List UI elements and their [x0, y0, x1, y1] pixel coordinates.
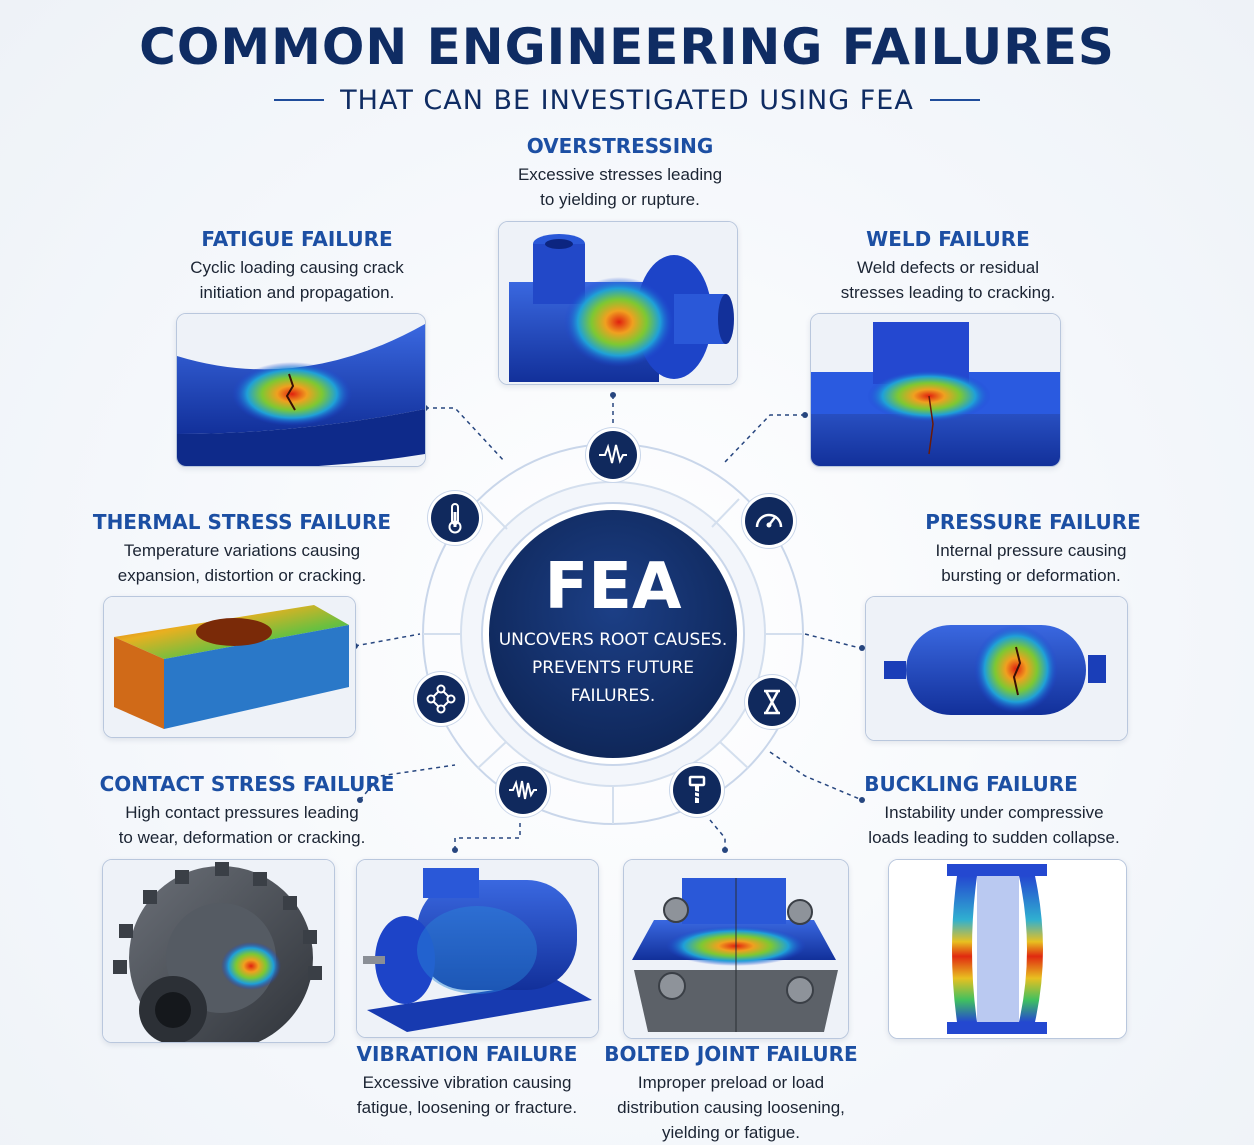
thermal-desc-line1: Temperature variations causing [123, 541, 361, 560]
buckled-column-fea-graphic [889, 860, 1126, 1038]
fea-label: FEA [544, 550, 682, 624]
hourglass-icon [748, 678, 796, 726]
dashed-connectors [354, 395, 863, 850]
weld-desc-line1: Weld defects or residual [856, 258, 1040, 277]
overstressing-desc-line2: to yielding or rupture. [540, 190, 700, 209]
fatigue-desc: Cyclic loading causing crack initiation … [127, 255, 467, 305]
page-subtitle: THAT CAN BE INVESTIGATED USING FEA [340, 84, 914, 116]
weld-desc-line2: stresses leading to cracking. [840, 283, 1056, 302]
subtitle-right-line [929, 99, 980, 101]
bolted-image [623, 859, 849, 1039]
bolted-desc-line3: yielding or fatigue. [662, 1123, 800, 1142]
pressure-vessel-fea-graphic [866, 597, 1127, 740]
thermal-title: THERMAL STRESS FAILURE [92, 510, 392, 534]
thermal-desc: Temperature variations causing expansion… [67, 538, 417, 588]
thermometer-icon [431, 494, 479, 542]
heated-plate-fea-graphic [104, 597, 355, 737]
contact-image [102, 859, 335, 1043]
weld-image [810, 313, 1061, 467]
buckling-desc: Instability under compressive loads lead… [814, 800, 1174, 850]
gauge-icon [745, 497, 793, 545]
pressure-desc-line2: bursting or deformation. [941, 566, 1121, 585]
bolted-desc-line1: Improper preload or load [637, 1073, 825, 1092]
fea-tagline-line2: PREVENTS FUTURE [531, 658, 695, 678]
buckling-title: BUCKLING FAILURE [864, 772, 1078, 796]
fatigue-desc-line1: Cyclic loading causing crack [190, 258, 404, 277]
tee-weld-fea-graphic [811, 314, 1060, 466]
bolted-desc-line2: distribution causing loosening, [617, 1098, 845, 1117]
pressure-image [865, 596, 1128, 741]
bolted-joint-fea-graphic [624, 860, 848, 1038]
page-title: COMMON ENGINEERING FAILURES [139, 18, 1115, 76]
vibration-desc-line1: Excessive vibration causing [362, 1073, 572, 1092]
contact-desc-line2: to wear, deformation or cracking. [118, 828, 366, 847]
pressure-desc: Internal pressure causing bursting or de… [861, 538, 1201, 588]
contact-title: CONTACT STRESS FAILURE [99, 772, 395, 796]
vibration-image [356, 859, 599, 1038]
subtitle-row: THAT CAN BE INVESTIGATED USING FEA [0, 84, 1254, 116]
pressure-title: PRESSURE FAILURE [925, 510, 1141, 534]
fatigue-desc-line2: initiation and propagation. [199, 283, 395, 302]
vibration-desc-line2: fatigue, loosening or fracture. [356, 1098, 578, 1117]
contact-desc-line1: High contact pressures leading [125, 803, 359, 822]
overstressing-image [498, 221, 738, 385]
waveform-icon [589, 431, 637, 479]
fea-tagline: UNCOVERS ROOT CAUSES. PREVENTS FUTURE FA… [489, 626, 737, 710]
thermal-desc-line2: expansion, distortion or cracking. [117, 566, 367, 585]
motor-vibration-fea-graphic [357, 860, 598, 1037]
weld-title: WELD FAILURE [866, 227, 1030, 251]
curved-beam-fea-graphic [177, 314, 425, 466]
fea-hub-circle [489, 510, 737, 758]
overstressing-desc: Excessive stresses leading to yielding o… [450, 162, 790, 212]
pipe-flange-fea-graphic [499, 222, 737, 384]
buckling-desc-line1: Instability under compressive [884, 803, 1104, 822]
fea-tagline-line1: UNCOVERS ROOT CAUSES. [498, 630, 728, 650]
contact-desc: High contact pressures leading to wear, … [62, 800, 422, 850]
vibration-title: VIBRATION FAILURE [356, 1042, 578, 1066]
network-icon [417, 675, 465, 723]
subtitle-left-line [274, 99, 325, 101]
buckling-image [888, 859, 1127, 1039]
gear-contact-fea-graphic [103, 860, 334, 1042]
fatigue-title: FATIGUE FAILURE [201, 227, 393, 251]
bolted-title: BOLTED JOINT FAILURE [604, 1042, 858, 1066]
thermal-image [103, 596, 356, 738]
weld-desc: Weld defects or residual stresses leadin… [778, 255, 1118, 305]
fatigue-image [176, 313, 426, 467]
overstressing-desc-line1: Excessive stresses leading [517, 165, 723, 184]
overstressing-title: OVERSTRESSING [526, 134, 714, 158]
buckling-desc-line2: loads leading to sudden collapse. [868, 828, 1120, 847]
bolt-icon [673, 766, 721, 814]
pressure-desc-line1: Internal pressure causing [935, 541, 1127, 560]
bolted-desc: Improper preload or load distribution ca… [556, 1070, 906, 1145]
vibration-desc: Excessive vibration causing fatigue, loo… [292, 1070, 642, 1120]
fea-tagline-line3: FAILURES. [570, 686, 656, 706]
vibration-icon [499, 766, 547, 814]
